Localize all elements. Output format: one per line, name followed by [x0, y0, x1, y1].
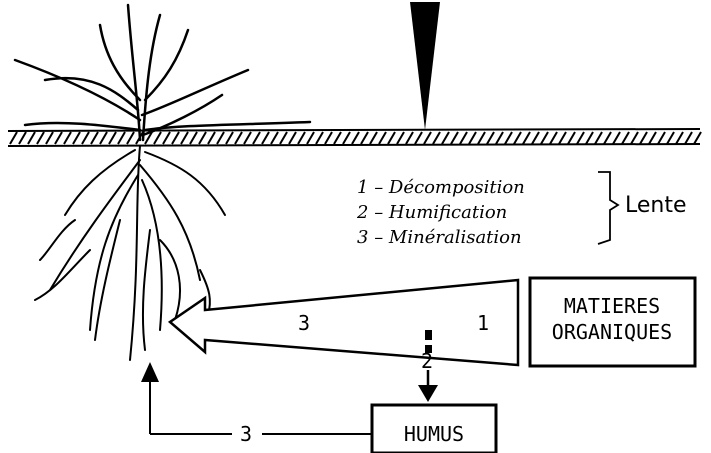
process-2: 2 – Humification [356, 202, 507, 223]
input-arrow [410, 2, 440, 130]
humus-flow-label: 3 [240, 422, 252, 446]
organic-matter-line2: ORGANIQUES [552, 320, 672, 344]
process-legend: 1 – Décomposition 2 – Humification 3 – M… [356, 172, 687, 248]
plant-shoots [15, 5, 310, 140]
speed-note: Lente [625, 193, 687, 218]
humus-to-roots-arrowhead [141, 362, 159, 382]
humification-label: 2 [421, 349, 433, 373]
arrow-label-3: 3 [298, 311, 310, 335]
humus-label: HUMUS [404, 422, 464, 446]
mineralisation-arrow [170, 280, 518, 365]
organic-matter-line1: MATIERES [564, 294, 660, 318]
humus-to-roots-arrow [150, 378, 372, 434]
process-3: 3 – Minéralisation [357, 227, 522, 248]
process-1: 1 – Décomposition [357, 177, 525, 198]
legend-brace [598, 172, 618, 244]
arrow-label-1: 1 [477, 311, 489, 335]
soil-surface [8, 129, 701, 146]
